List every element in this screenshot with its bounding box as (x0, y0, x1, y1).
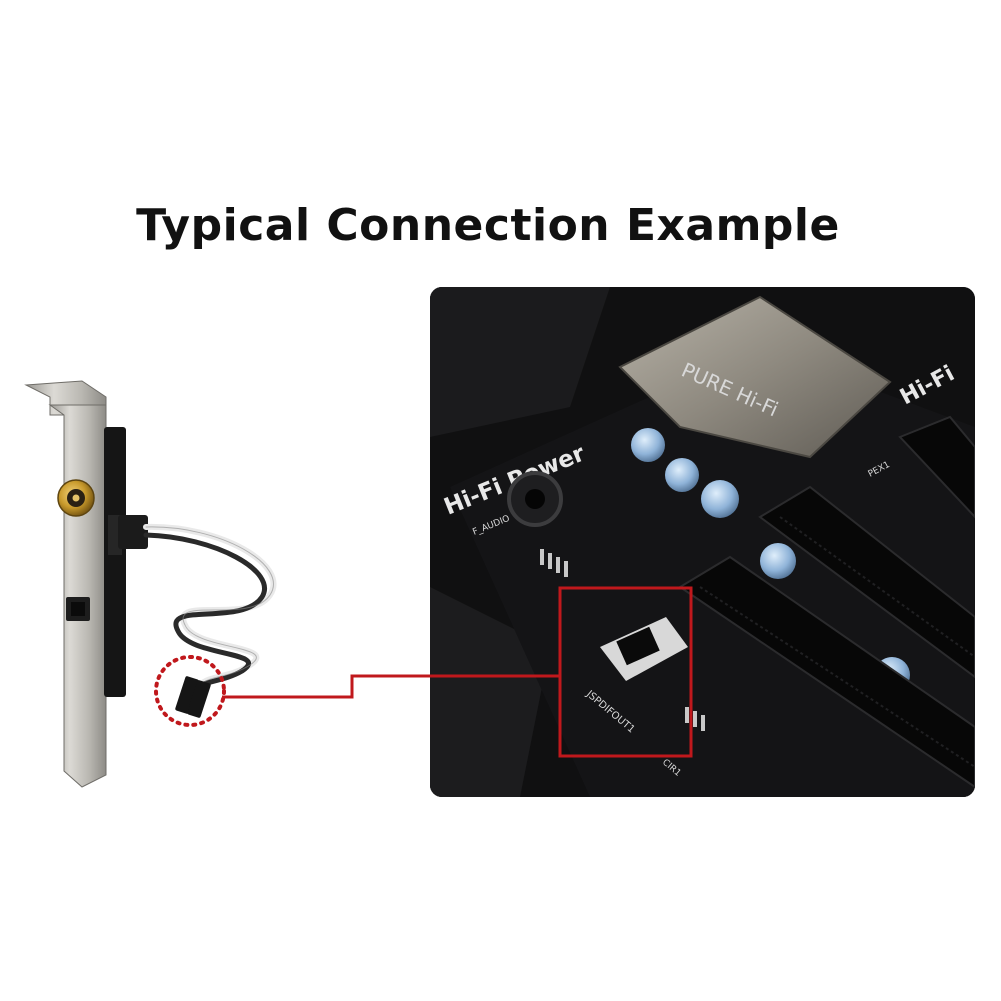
pcie-slots (678, 415, 975, 789)
motherboard-drawing: PURE Hi-Fi Hi-Fi Power Hi-Fi F_AUDIO PEX… (430, 287, 975, 797)
audio-shield (618, 295, 892, 459)
spdif-bracket-image (20, 375, 320, 795)
bracket-pcb (104, 427, 126, 697)
page-title: Typical Connection Example (136, 200, 840, 251)
dupont-connector (175, 676, 199, 714)
bracket-plate (48, 404, 107, 788)
motherboard-image: PURE Hi-Fi Hi-Fi Power Hi-Fi F_AUDIO PEX… (430, 287, 975, 797)
spdif-bracket-drawing (24, 380, 277, 788)
bracket-header (118, 515, 148, 549)
